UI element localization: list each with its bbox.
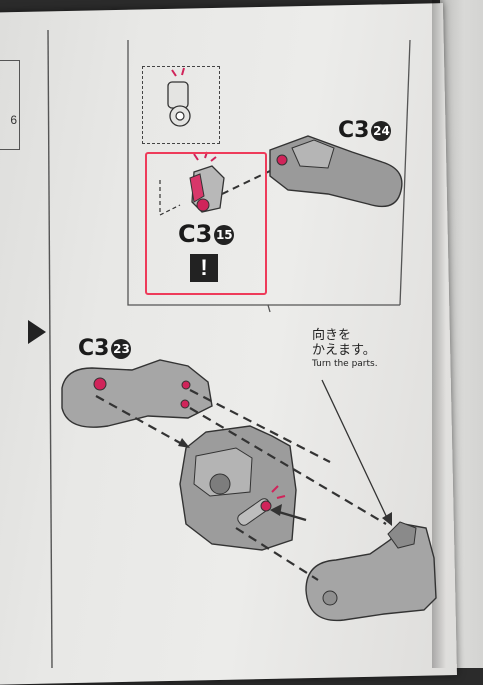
part-assembled-result [305, 521, 437, 622]
note-japanese-line1: 向きを [312, 328, 352, 343]
part-c3-24 [269, 135, 403, 208]
part-c3-15 [189, 151, 225, 213]
callout-number: 24 [371, 121, 392, 141]
reference-dashed-box [142, 66, 220, 144]
callout-part: C3 [178, 220, 213, 248]
note-english: Turn the parts. [312, 359, 378, 369]
panel-frame [127, 40, 271, 313]
warning-icon: ! [190, 254, 218, 282]
previous-step-number: 6 [10, 113, 17, 127]
step-arrow-icon [28, 320, 46, 344]
callout-part: C3 [338, 118, 370, 143]
panel-divider [47, 29, 53, 668]
note-japanese-line2: かえます。 [312, 343, 376, 358]
part-central-block [179, 425, 297, 551]
small-part-reference [167, 67, 191, 127]
callout-number: 23 [111, 339, 132, 359]
previous-step-frame: 6 [0, 60, 20, 150]
book-gutter [432, 0, 446, 668]
callout-number: 15 [214, 225, 235, 245]
part-c3-23 [61, 359, 213, 428]
highlight-box [145, 152, 267, 295]
turn-parts-note: 向きを かえます。 Turn the parts. [312, 328, 378, 369]
assembly-illustration [47, 29, 437, 668]
callout-part: C3 [78, 336, 110, 361]
